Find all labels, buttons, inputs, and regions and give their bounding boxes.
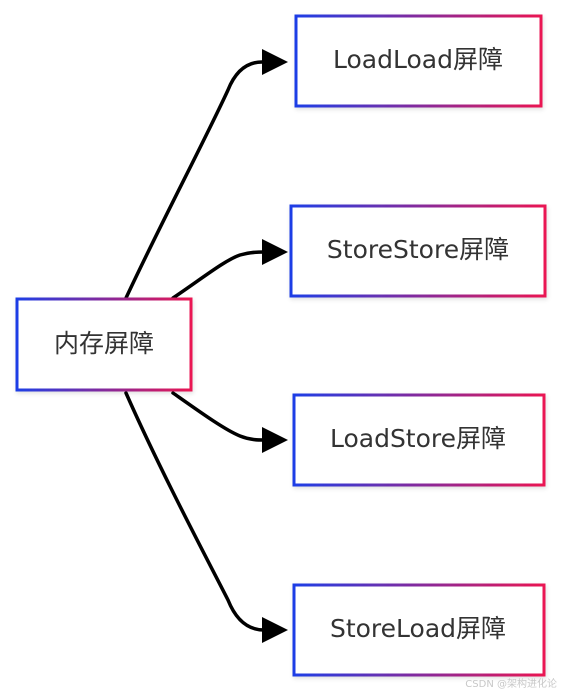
arrowheads [262,49,288,643]
root-node: 内存屏障 [15,297,193,392]
child-node-label: StoreLoad屏障 [330,614,506,643]
child-node-storeload: StoreLoad屏障 [292,583,546,677]
edge-to-loadstore [171,391,266,442]
child-node-label: StoreStore屏障 [327,235,509,264]
edge-to-storeload [124,391,266,632]
arrowhead-storeload [262,617,288,643]
edge-to-loadload [124,60,264,300]
watermark: CSDN @架构进化论 [465,679,557,690]
child-node-loadload: LoadLoad屏障 [294,14,543,108]
child-node-storestore: StoreStore屏障 [289,204,547,298]
arrowhead-storestore [262,239,288,265]
edges [124,60,266,632]
root-node-label: 内存屏障 [54,329,154,358]
arrowhead-loadstore [262,427,288,453]
child-node-loadstore: LoadStore屏障 [292,393,546,487]
edge-to-storestore [171,250,266,300]
child-node-label: LoadStore屏障 [330,424,506,453]
child-node-label: LoadLoad屏障 [333,45,503,74]
arrowhead-loadload [262,49,288,75]
